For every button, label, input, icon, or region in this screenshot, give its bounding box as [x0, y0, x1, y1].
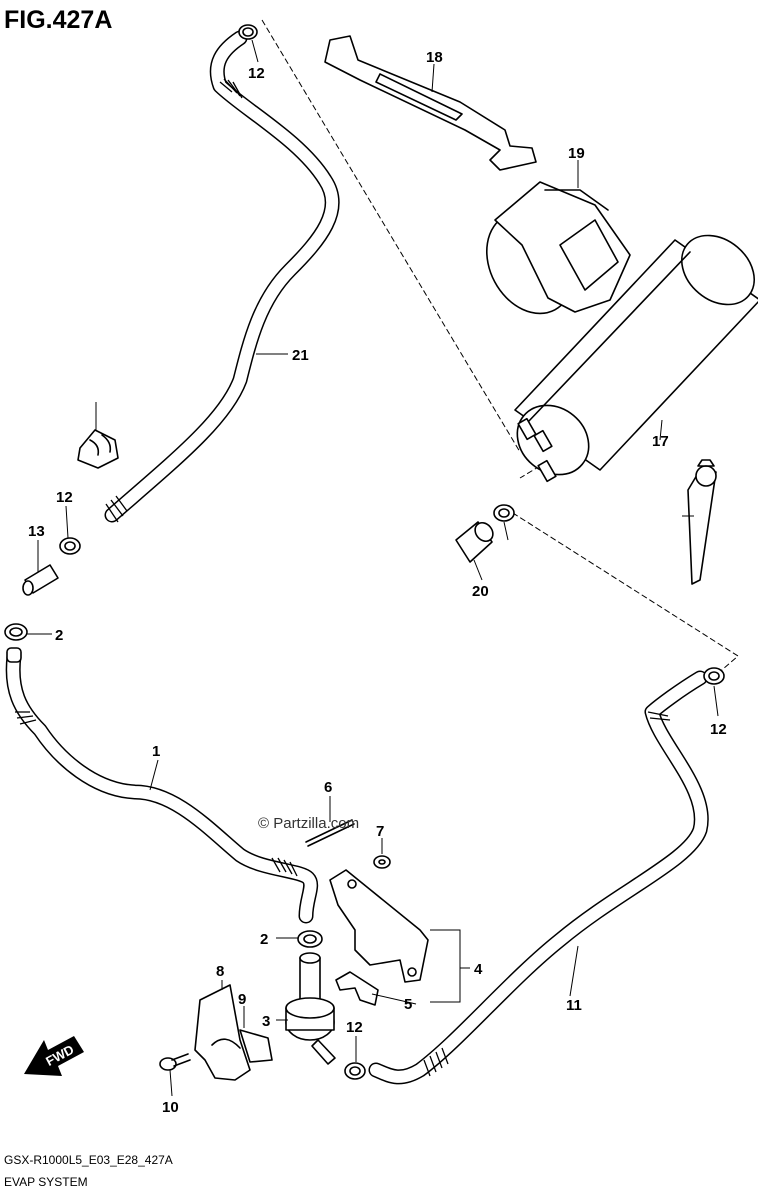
hose-18[interactable]: [104, 30, 340, 523]
canister-14[interactable]: [503, 221, 758, 489]
callout-12c[interactable]: 12: [710, 721, 727, 738]
clamp-12-right[interactable]: [703, 667, 725, 685]
callout-2a[interactable]: 2: [55, 627, 63, 644]
hose-1[interactable]: [5, 647, 319, 924]
bolt-6[interactable]: [305, 819, 355, 847]
callout-2b[interactable]: 2: [260, 931, 268, 948]
figure-title: FIG.427A: [4, 6, 112, 34]
cap-17[interactable]: [455, 519, 497, 563]
callout-12a[interactable]: 12: [248, 65, 265, 82]
valve-3[interactable]: [285, 952, 336, 1065]
fwd-arrow: FWD: [24, 1036, 84, 1076]
callout-numbers: 12 18 19 21 17 12 13 20 2 12 1 6 7 2 4 5…: [28, 49, 727, 1116]
model-code: GSX-R1000L5_E03_E28_427A: [4, 1153, 173, 1167]
tie-20[interactable]: [687, 459, 717, 585]
callout-15[interactable]: 18: [426, 49, 443, 66]
callout-16[interactable]: 19: [568, 145, 585, 162]
clamp-12-left[interactable]: [59, 537, 81, 555]
clamp-12-bottom[interactable]: [344, 1062, 366, 1080]
callout-5[interactable]: 5: [404, 996, 412, 1013]
section-name: EVAP SYSTEM: [4, 1175, 88, 1189]
callout-1[interactable]: 1: [152, 743, 160, 760]
callout-6[interactable]: 6: [324, 779, 332, 796]
callout-14[interactable]: 17: [652, 433, 669, 450]
callout-10[interactable]: 10: [162, 1099, 179, 1116]
bracket-9[interactable]: [239, 1029, 273, 1063]
bracket-8[interactable]: [194, 984, 251, 1081]
callout-9[interactable]: 9: [238, 991, 246, 1008]
bracket-4[interactable]: [329, 869, 429, 983]
callout-12d[interactable]: 12: [346, 1019, 363, 1036]
screw-10[interactable]: [159, 1053, 191, 1071]
callout-3[interactable]: 3: [262, 1013, 270, 1030]
hose-11[interactable]: [368, 670, 709, 1085]
clip-21[interactable]: [77, 429, 119, 469]
callout-11[interactable]: 11: [566, 997, 582, 1014]
holder-16[interactable]: [470, 181, 631, 329]
clamp-12-top[interactable]: [238, 24, 258, 40]
callout-8[interactable]: 8: [216, 963, 224, 980]
callout-12b[interactable]: 12: [56, 489, 73, 506]
clamp-19[interactable]: [493, 504, 515, 522]
watermark-text: © Partzilla.com: [258, 815, 359, 832]
callout-7[interactable]: 7: [376, 823, 384, 840]
strap-15[interactable]: [324, 35, 537, 171]
joint-13[interactable]: [22, 564, 59, 596]
washer-7[interactable]: [373, 855, 391, 869]
clamps[interactable]: [4, 24, 725, 1080]
callout-18[interactable]: 21: [292, 347, 309, 364]
callout-13[interactable]: 13: [28, 523, 45, 540]
callout-17[interactable]: 20: [472, 583, 489, 600]
clamp-2-left[interactable]: [4, 623, 28, 641]
clamp-2-center[interactable]: [297, 930, 323, 948]
bracket-5[interactable]: [335, 971, 379, 1006]
leader-lines: [26, 39, 719, 1097]
callout-4[interactable]: 4: [474, 961, 483, 978]
